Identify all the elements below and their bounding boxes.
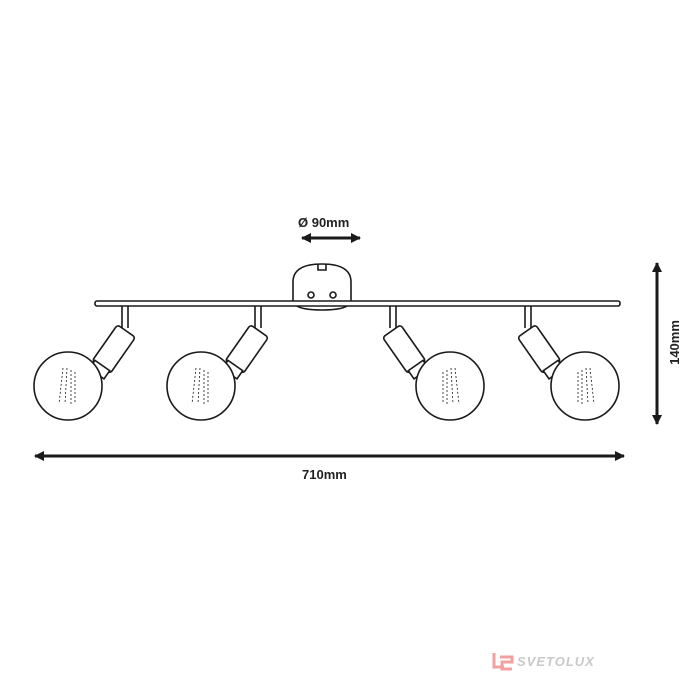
logo-mark-icon [492, 653, 514, 671]
svetolux-logo: SVETOLUX [492, 651, 595, 671]
canopy-diameter-label: Ø 90mm [298, 215, 350, 230]
lamp-3 [381, 305, 485, 421]
total-width-label: 710mm [302, 467, 347, 482]
logo-text: SVETOLUX [517, 653, 595, 669]
canopy [292, 263, 352, 311]
height-label: 140mm [666, 320, 682, 365]
lamp-2 [166, 305, 270, 421]
lamp-1 [33, 305, 137, 421]
lamp-4 [516, 305, 620, 421]
mounting-bar [94, 300, 621, 307]
